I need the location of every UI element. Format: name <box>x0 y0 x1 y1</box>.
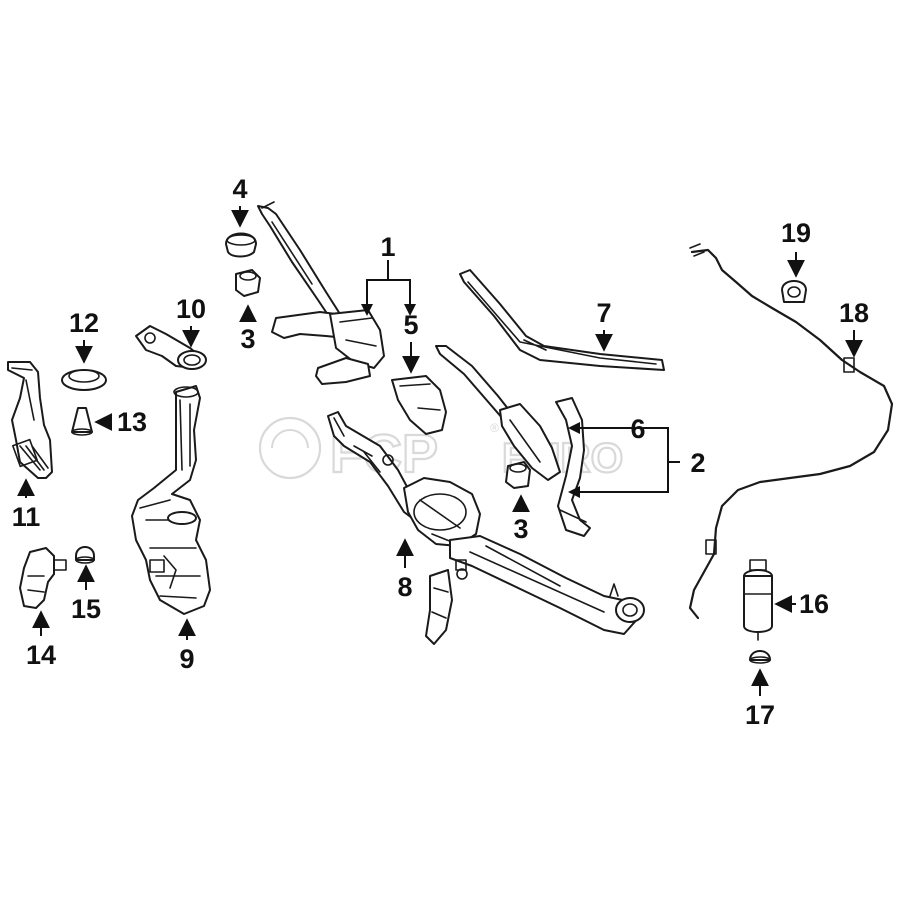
callout-8: 8 <box>397 572 412 602</box>
part-6-cover <box>555 397 591 537</box>
leader-1-bracket <box>366 279 411 306</box>
part-17-grommet <box>749 650 771 664</box>
part-11-bracket <box>7 361 53 479</box>
callout-3-lower: 3 <box>513 514 528 544</box>
part-8-motor-linkage <box>327 411 645 645</box>
callout-14: 14 <box>26 640 56 670</box>
callout-6: 6 <box>630 414 645 444</box>
part-10-cap-strap <box>135 325 207 370</box>
part-7-wiper-blade <box>459 269 665 371</box>
part-9-reservoir <box>131 385 211 615</box>
callout-4: 4 <box>232 174 247 204</box>
callout-1: 1 <box>380 232 395 262</box>
part-1-wiper-arm <box>257 201 385 385</box>
callout-19: 19 <box>781 218 811 248</box>
callout-16: 16 <box>799 589 829 619</box>
watermark-logo-icon <box>258 416 322 480</box>
callout-3-upper: 3 <box>240 324 255 354</box>
part-15-cap <box>75 546 95 564</box>
callout-13: 13 <box>117 407 147 437</box>
part-16-washer-pump <box>743 559 773 641</box>
part-14-sensor <box>19 547 67 609</box>
part-5-cover <box>391 375 447 435</box>
callout-9: 9 <box>179 644 194 674</box>
callout-10: 10 <box>176 294 206 324</box>
callout-15: 15 <box>71 594 101 624</box>
callout-labels: 1 2 3 3 4 5 6 7 8 9 10 11 12 13 14 15 16… <box>12 174 869 730</box>
callout-17: 17 <box>745 700 775 730</box>
callout-2: 2 <box>690 448 705 478</box>
part-19-clip <box>781 280 807 303</box>
part-3-nut-upper <box>235 269 261 297</box>
part-18-hose <box>688 243 894 620</box>
part-13-plug <box>71 407 93 436</box>
callout-11: 11 <box>12 502 41 532</box>
callout-12: 12 <box>69 308 99 338</box>
callout-18: 18 <box>839 298 869 328</box>
part-12-grommet <box>61 369 107 391</box>
part-4-cap <box>225 232 257 258</box>
watermark-registered: ® <box>490 421 499 435</box>
part-2-wiper-arm <box>435 345 561 481</box>
leader-2-bracket <box>578 427 669 493</box>
callout-5: 5 <box>403 310 418 340</box>
callout-7: 7 <box>596 298 611 328</box>
leader-lines <box>17 206 863 696</box>
part-3-nut-lower <box>505 461 531 489</box>
